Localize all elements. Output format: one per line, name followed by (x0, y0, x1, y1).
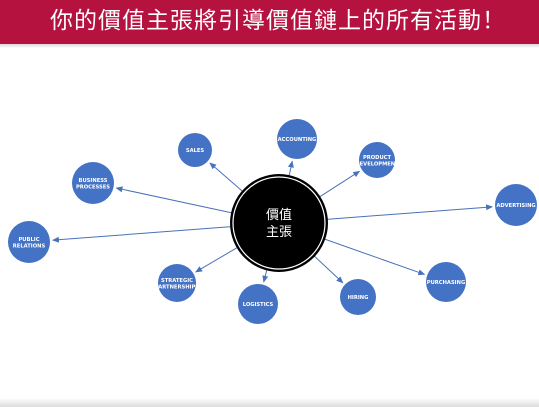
node-label-strategic-partnerships: PARTNERSHIPS (155, 284, 199, 290)
node-hiring: HIRING (340, 279, 376, 315)
node-circle-purchasing (426, 262, 466, 302)
node-advertising: ADVERTISING (495, 184, 537, 226)
node-accounting: ACCOUNTING (277, 119, 317, 159)
node-label-public-relations: PUBLIC (18, 237, 39, 243)
title-banner: 你的價值主張將引導價值鏈上的所有活動！ (0, 0, 539, 44)
node-circle-business-processes (72, 162, 114, 204)
node-circle-advertising (495, 184, 537, 226)
node-label-product-development: PRODUCT (363, 155, 392, 161)
node-label-hiring: HIRING (348, 295, 369, 301)
node-label-product-development: DEVELOPMENT (355, 161, 399, 167)
node-label-advertising: ADVERTISING (496, 203, 535, 209)
node-label-accounting: ACCOUNTING (278, 137, 317, 143)
node-circle-product-development (359, 142, 395, 178)
node-label-sales: SALES (186, 148, 205, 154)
page-title: 你的價值主張將引導價值鏈上的所有活動！ (50, 8, 506, 34)
arrow-to-strategic-partnerships (195, 243, 244, 273)
hub-circle (232, 176, 326, 270)
arrow-to-sales (209, 162, 249, 197)
node-circle-logistics (238, 284, 278, 324)
node-logistics: LOGISTICS (238, 284, 278, 324)
node-label-business-processes: BUSINESS (79, 178, 108, 184)
node-label-purchasing: PURCHASING (427, 280, 465, 286)
node-label-logistics: LOGISTICS (243, 302, 274, 308)
node-sales: SALES (178, 133, 212, 167)
node-label-strategic-partnerships: STRATEGIC (161, 278, 193, 284)
arrow-to-public-relations (51, 225, 239, 243)
node-circle-public-relations (8, 221, 50, 263)
node-circle-sales (178, 133, 212, 167)
arrow-to-product-development (313, 170, 361, 202)
node-label-public-relations: RELATIONS (13, 243, 46, 249)
arrow-to-purchasing (317, 236, 426, 276)
arrow-to-advertising (319, 204, 494, 221)
hub-label: 價值 (266, 207, 292, 223)
node-label-business-processes: PROCESSES (76, 184, 110, 190)
arrow-to-business-processes (115, 186, 240, 215)
hub-label: 主張 (266, 225, 292, 240)
node-circle-accounting (277, 119, 317, 159)
value-proposition-hub: 價值主張 (230, 174, 328, 272)
node-circle-hiring (340, 279, 376, 315)
node-circle-strategic-partnerships (158, 264, 196, 302)
node-purchasing: PURCHASING (426, 262, 466, 302)
bottom-edge (0, 398, 539, 407)
banner-shadow (0, 44, 539, 48)
